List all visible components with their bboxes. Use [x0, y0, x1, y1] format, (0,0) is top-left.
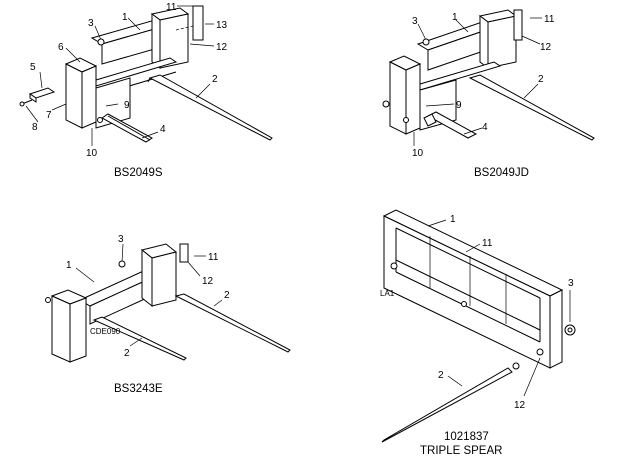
- callout: 7: [46, 110, 52, 121]
- callout: 3: [412, 16, 418, 27]
- bs2049s-spears: [97, 74, 273, 143]
- callout: 3: [568, 278, 574, 289]
- part-label-la1: LA1: [380, 289, 395, 298]
- triple-spear-leaders: [427, 219, 571, 397]
- callout: 12: [514, 400, 526, 411]
- callout: 3: [118, 234, 124, 245]
- bs2049jd-callouts: 3 1 11 12 2 9 4 10: [412, 12, 555, 159]
- diagram-bs2049s: 3 1 11 13 12 6 5 7 8 9 10 2 4 BS2049S: [19, 2, 273, 179]
- callout: 1: [450, 214, 456, 225]
- callout: 12: [540, 42, 552, 53]
- callout: 4: [160, 124, 166, 135]
- callout: 10: [412, 148, 424, 159]
- callout: 9: [456, 100, 462, 111]
- triple-spear-spear: [381, 362, 520, 443]
- callout: 12: [216, 42, 228, 53]
- callout: 8: [32, 122, 38, 133]
- caption-bs3243e: BS3243E: [114, 383, 163, 395]
- callout: 13: [216, 20, 228, 31]
- callout: 6: [58, 42, 64, 53]
- callout: 1: [122, 12, 128, 23]
- triple-spear-callouts: 1 11 3 2 12 LA1: [380, 214, 574, 411]
- diagram-1021837: 1 11 3 2 12 LA1 1021837 TRIPLE SPEAR: [380, 209, 576, 457]
- bs2049s-leaders: [25, 5, 215, 146]
- bs2049jd-leaders: [413, 17, 542, 146]
- callout: 11: [166, 2, 177, 13]
- callout: 1: [66, 260, 72, 271]
- callout: 11: [208, 252, 219, 263]
- callout: 11: [544, 14, 555, 25]
- bs2049jd-spears: [423, 74, 595, 141]
- callout: 4: [482, 122, 488, 133]
- callout: 1: [452, 12, 458, 23]
- caption-bs2049s: BS2049S: [114, 167, 163, 179]
- callout: 2: [538, 74, 544, 85]
- callout: 10: [86, 148, 98, 159]
- diagram-bs2049jd: 3 1 11 12 2 9 4 10 BS2049JD: [382, 9, 595, 179]
- caption-bs2049jd: BS2049JD: [474, 167, 529, 179]
- triple-spear-frame: [382, 209, 564, 369]
- callout: 2: [124, 348, 130, 359]
- callout: 2: [438, 370, 444, 381]
- subcaption-triple-spear: TRIPLE SPEAR: [420, 445, 502, 457]
- triple-spear-hardware: [564, 324, 576, 336]
- callout: 9: [124, 100, 130, 111]
- caption-1021837: 1021837: [444, 431, 489, 443]
- callout: 12: [202, 276, 214, 287]
- part-label-cde090: CDE090: [90, 327, 121, 336]
- callout: 2: [212, 74, 218, 85]
- callout: 5: [30, 62, 36, 73]
- bs3243e-callouts: 3 1 11 12 2 2 CDE090: [66, 234, 230, 359]
- bs3243e-leaders: [75, 243, 223, 347]
- callout: 11: [482, 238, 493, 249]
- bs2049s-frame: [19, 5, 204, 129]
- diagram-bs3243e: 3 1 11 12 2 2 CDE090 BS3243E: [45, 234, 291, 395]
- bs2049jd-frame: [382, 9, 523, 135]
- bs2049s-callouts: 3 1 11 13 12 6 5 7 8 9 10 2 4: [30, 2, 228, 159]
- callout: 3: [88, 18, 94, 29]
- bs3243e-spears: [92, 293, 291, 361]
- bs3243e-frame: [45, 243, 189, 363]
- callout: 2: [224, 290, 230, 301]
